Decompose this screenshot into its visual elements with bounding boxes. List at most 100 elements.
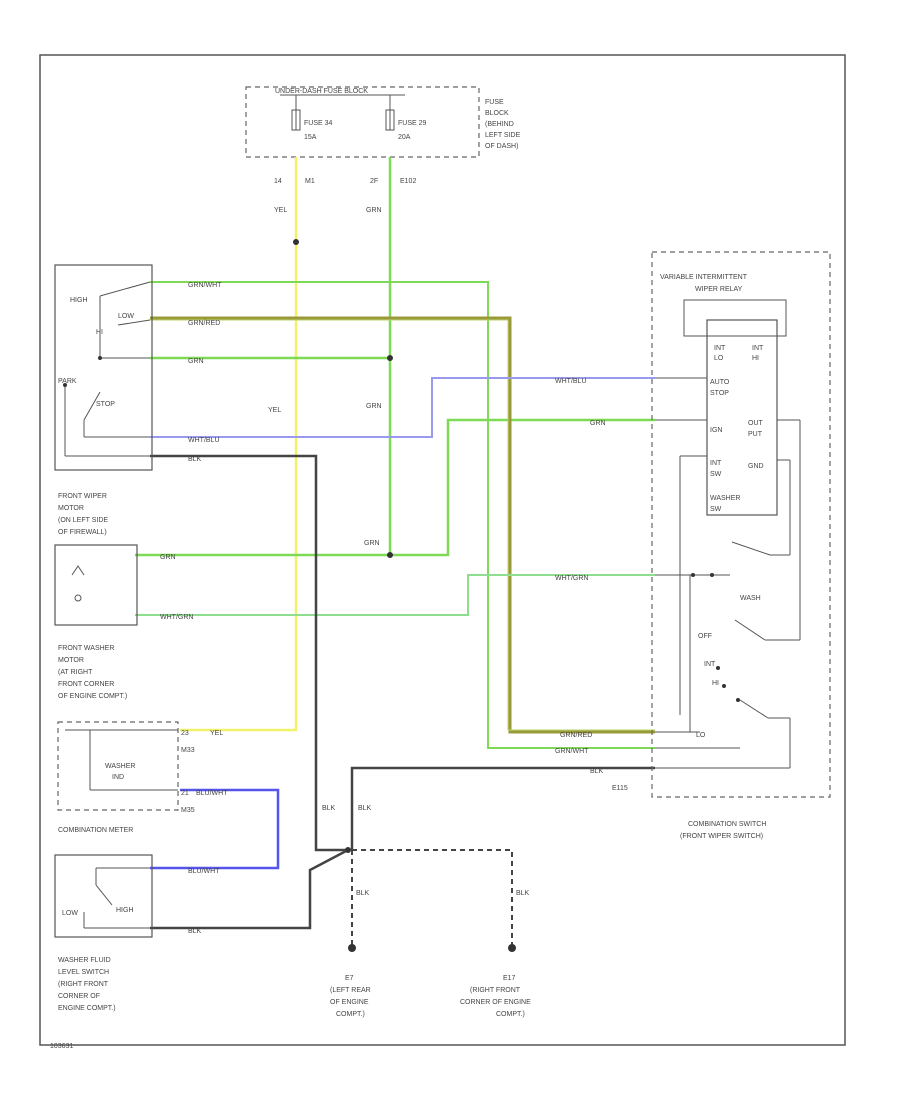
fuse-pin-14: 14: [274, 178, 282, 185]
svg-text:IGN: IGN: [710, 427, 722, 434]
wire-label-yel-3: YEL: [210, 730, 223, 737]
svg-text:OUT: OUT: [748, 420, 764, 427]
splice-grn-2: [387, 552, 393, 558]
wiper-motor-desc: FRONT WIPER MOTOR (ON LEFT SIDE OF FIREW…: [58, 493, 108, 536]
fuse-block: UNDER-DASH FUSE BLOCK FUSE 34 15A FUSE 2…: [245, 86, 521, 185]
fluid-switch-desc: WASHER FLUID LEVEL SWITCH (RIGHT FRONT C…: [58, 957, 116, 1012]
svg-text:STOP: STOP: [710, 390, 729, 397]
svg-text:COMPT.): COMPT.): [336, 1011, 365, 1018]
wire-label-wht-grn-2: WHT/GRN: [555, 575, 588, 582]
svg-text:(LEFT REAR: (LEFT REAR: [330, 987, 371, 994]
fuse-34-amp: 15A: [304, 134, 317, 141]
wire-label-grn-6: GRN: [590, 420, 606, 427]
svg-text:OF ENGINE COMPT.): OF ENGINE COMPT.): [58, 693, 127, 700]
wiper-low-label: LOW: [118, 313, 134, 320]
wire-blu-wht: [150, 788, 280, 870]
fuse-block-desc: FUSE BLOCK (BEHIND LEFT SIDE OF DASH): [485, 99, 521, 150]
fuse-pin-2f: 2F: [370, 178, 378, 185]
wire-label-yel-1: YEL: [274, 207, 287, 214]
ground-e17-label: E17: [503, 975, 516, 982]
wire-label-blk-5: BLK: [358, 805, 372, 812]
wire-grn-red-inner: [150, 319, 655, 731]
meter-pin-23: 23: [181, 730, 189, 737]
washer-ind-line2: IND: [112, 774, 124, 781]
switch-washer-label: WASH: [740, 595, 761, 602]
splice-yel: [293, 239, 299, 245]
fuse-29-amp: 20A: [398, 134, 411, 141]
fluid-switch-low: LOW: [62, 910, 78, 917]
fluid-switch-high: HIGH: [116, 907, 134, 914]
wire-label-grn-wht: GRN/WHT: [188, 282, 222, 289]
switch-desc-2: (FRONT WIPER SWITCH): [680, 833, 763, 840]
svg-text:FRONT CORNER: FRONT CORNER: [58, 681, 114, 688]
wire-label-grn-1: GRN: [366, 207, 382, 214]
svg-text:GND: GND: [748, 463, 764, 470]
washer-motor-desc: FRONT WASHER MOTOR (AT RIGHT FRONT CORNE…: [58, 645, 127, 700]
wire-label-grn-4: GRN: [188, 358, 204, 365]
svg-text:LO: LO: [714, 355, 724, 362]
ground-e17-symbol: [508, 944, 516, 952]
wire-blk-fluid: [150, 848, 349, 930]
svg-text:LEVEL SWITCH: LEVEL SWITCH: [58, 969, 109, 976]
svg-text:INT: INT: [710, 460, 722, 467]
wire-yel: [180, 157, 298, 732]
wiper-stop-label: STOP: [96, 401, 115, 408]
wire-wht-blu: [150, 377, 655, 438]
wiper-park-label: PARK: [58, 378, 77, 385]
wire-label-grn-red: GRN/RED: [188, 320, 220, 327]
svg-text:(AT RIGHT: (AT RIGHT: [58, 669, 93, 676]
wire-blk-switch: [350, 766, 655, 850]
switch-int-label: INT: [704, 661, 716, 668]
fuse-conn-e102: E102: [400, 178, 416, 185]
svg-text:(RIGHT FRONT: (RIGHT FRONT: [470, 987, 521, 994]
svg-text:CORNER OF: CORNER OF: [58, 993, 100, 1000]
fuse-block-header: UNDER-DASH FUSE BLOCK: [275, 88, 368, 95]
diagram-frame: [39, 54, 846, 1046]
svg-text:SW: SW: [710, 471, 722, 478]
front-wiper-motor: HIGH LOW HI PARK STOP FRONT WIPER MOTOR …: [54, 264, 153, 536]
wire-label-blk-4: BLK: [322, 805, 336, 812]
wire-label-wht-grn: WHT/GRN: [160, 614, 193, 621]
svg-text:AUTO: AUTO: [710, 379, 730, 386]
front-washer-motor: FRONT WASHER MOTOR (AT RIGHT FRONT CORNE…: [54, 544, 138, 700]
fuse-conn-m1: M1: [305, 178, 315, 185]
svg-text:ENGINE COMPT.): ENGINE COMPT.): [58, 1005, 116, 1012]
switch-lo-label: LO: [696, 732, 706, 739]
combination-switch: VARIABLE INTERMITTENT WIPER RELAY INT LO…: [612, 251, 831, 840]
svg-text:INT: INT: [714, 345, 726, 352]
wire-label-grn-red-2: GRN/RED: [560, 732, 592, 739]
wire-label-blu-wht-2: BLU/WHT: [188, 868, 220, 875]
ground-e7-label: E7: [345, 975, 354, 982]
meter-pin-21: 21: [181, 790, 189, 797]
meter-conn-m35: M35: [181, 807, 195, 814]
svg-text:(ON LEFT SIDE: (ON LEFT SIDE: [58, 517, 108, 524]
wire-label-blk-6: BLK: [356, 890, 370, 897]
fuse-34-label: FUSE 34: [304, 120, 333, 127]
wire-label-yel-2: YEL: [268, 407, 281, 414]
switch-conn-e115: E115: [612, 785, 628, 792]
svg-text:LEFT SIDE: LEFT SIDE: [485, 132, 521, 139]
wire-blk-wiper: [150, 454, 348, 852]
svg-text:SW: SW: [710, 506, 722, 513]
wire-label-wht-blu: WHT/BLU: [188, 437, 220, 444]
wire-wht-grn: [135, 574, 655, 616]
svg-text:FRONT WIPER: FRONT WIPER: [58, 493, 107, 500]
svg-text:BLOCK: BLOCK: [485, 110, 509, 117]
wire-label-blk-2: BLK: [590, 768, 604, 775]
wire-label-grn-wht-2: GRN/WHT: [555, 748, 589, 755]
svg-text:OF FIREWALL): OF FIREWALL): [58, 529, 107, 536]
wire-label-wht-blu-2: WHT/BLU: [555, 378, 587, 385]
svg-text:MOTOR: MOTOR: [58, 505, 84, 512]
wire-label-blu-wht: BLU/WHT: [196, 790, 228, 797]
wire-label-blk-1: BLK: [188, 456, 202, 463]
svg-text:(BEHIND: (BEHIND: [485, 121, 514, 128]
switch-off-label: OFF: [698, 633, 712, 640]
wire-blk-e17: [352, 849, 513, 950]
svg-text:PUT: PUT: [748, 431, 763, 438]
relay-title-1: VARIABLE INTERMITTENT: [660, 274, 748, 281]
washer-fluid-level-switch: LOW HIGH WASHER FLUID LEVEL SWITCH (RIGH…: [54, 854, 153, 1012]
wire-label-blk-7: BLK: [516, 890, 530, 897]
switch-desc-1: COMBINATION SWITCH: [688, 821, 766, 828]
washer-ind-line1: WASHER: [105, 763, 135, 770]
